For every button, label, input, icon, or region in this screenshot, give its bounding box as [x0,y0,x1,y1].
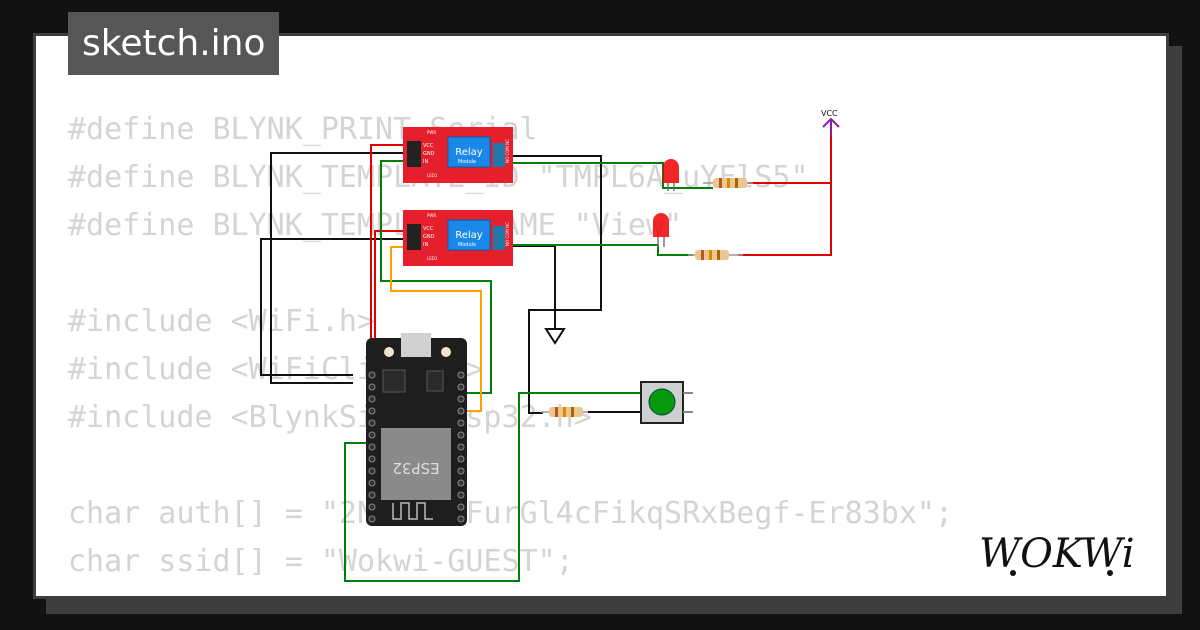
relay-pin-label: VCC [423,143,434,149]
wire-green [508,244,693,256]
relay-led-label: LED1 [427,173,438,178]
wire-orange [390,246,482,412]
relay-pin-label: GND [423,151,435,157]
wire-black [508,245,556,329]
relay-label: Relay [455,230,483,241]
code-line: char ssid[] = "Wokwi-GUEST"; [68,544,574,579]
relay-pin-label: VCC [423,226,434,232]
wire-green [508,162,713,189]
wire-green [344,392,643,582]
relay-label: Relay [455,147,483,158]
relay-contacts-label: NO COM NC [505,222,510,246]
relay-pwr-label: PWR [427,130,436,135]
vcc-label: VCC [821,109,838,118]
code-line: char pass[] = ""; [68,586,953,596]
pushbutton [640,381,693,424]
file-tab: sketch.ino [68,12,280,75]
relay-pin-label: GND [423,234,435,240]
led-red-1 [663,159,679,191]
wire-green [380,160,492,394]
wire-red [370,144,405,398]
ground-symbol [544,328,566,345]
wokwi-logo: WOKWi [979,531,1135,577]
relay-led-label: LED1 [427,256,438,261]
led-red-2 [653,213,669,247]
resistor-3 [541,407,588,417]
relay-pin-label: IN [423,242,428,248]
relay-pwr-label: PWR [427,213,436,218]
esp32-board: ESP32 [366,333,467,526]
relay-module-2: Relay Module VCC GND IN PWR LED1 NO COM … [403,210,513,266]
relay-sublabel: Module [458,159,476,165]
wire-black [260,238,405,376]
logo-text: WOKWi [979,531,1135,577]
wire-red [738,129,832,256]
resistor-1 [703,178,753,188]
wire-black [508,155,602,414]
circuit-diagram: VCC Relay Module VCC GND IN PWR LED1 NO … [260,109,840,582]
relay-contacts-label: NO COM NC [505,139,510,163]
relay-sublabel: Module [458,242,476,248]
resistor-2 [688,250,743,260]
project-card: #define BLYNK_PRINT Serial#define BLYNK_… [33,33,1169,599]
wire-black [270,152,405,384]
relay-module-1: Relay Module VCC GND IN PWR LED1 NO COM … [403,127,513,183]
code-line: #include <WiFi.h> [68,304,376,339]
relay-pin-label: IN [423,159,428,165]
chip-label: ESP32 [392,459,439,477]
